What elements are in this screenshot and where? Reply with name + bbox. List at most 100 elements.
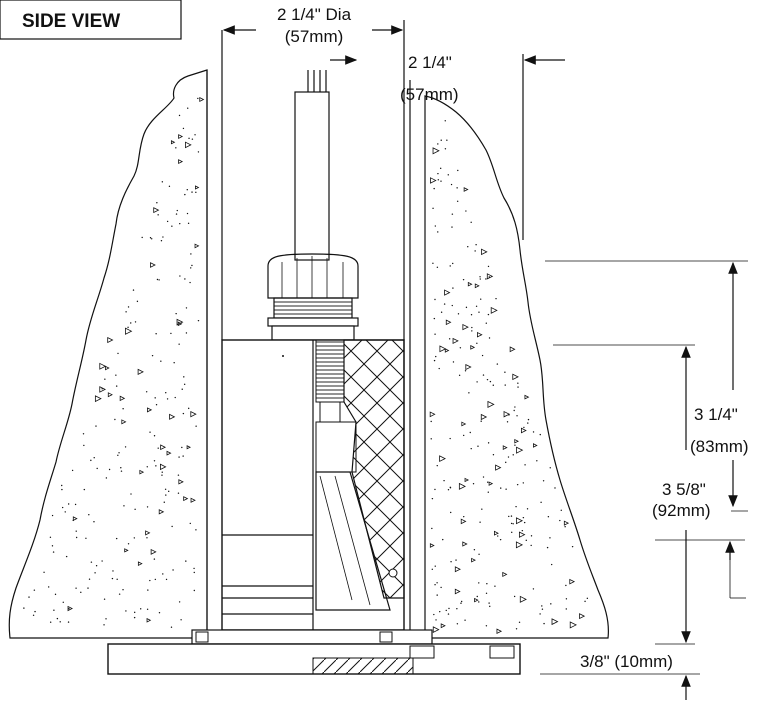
aggregate-mark (462, 541, 468, 547)
speckle-dot (443, 479, 445, 482)
aggregate-mark (195, 185, 200, 190)
speckle-dot (149, 237, 152, 239)
speckle-dot (550, 603, 552, 605)
speckle-dot (487, 313, 490, 316)
speckle-dot (479, 521, 481, 523)
speckle-dot (118, 452, 120, 454)
dimension-flange-label: 3/8" (10mm) (580, 652, 673, 671)
speckle-dot (178, 343, 180, 345)
speckle-dot (541, 605, 543, 607)
cable-gland (267, 253, 359, 341)
dimension-flange: 3/8" (10mm) (540, 652, 700, 700)
speckle-dot (139, 608, 142, 610)
speckle-dot (516, 415, 518, 417)
speckle-dot (153, 460, 156, 462)
speckle-dot (154, 397, 156, 399)
aggregate-mark (477, 331, 483, 338)
speckle-dot (432, 262, 434, 264)
aggregate-mark (533, 443, 538, 448)
aggregate-mark (183, 496, 189, 502)
aggregate-mark (490, 306, 498, 314)
speckle-dot (132, 289, 135, 291)
speckle-dot (440, 586, 442, 589)
speckle-dot (158, 612, 161, 614)
speckle-dot (446, 139, 448, 141)
dimension-bore-line2: (57mm) (400, 85, 459, 104)
speckle-dot (500, 487, 502, 489)
speckle-dot (117, 352, 119, 355)
speckle-dot (505, 488, 507, 490)
speckle-dot (536, 460, 538, 462)
aggregate-mark (458, 482, 466, 490)
aggregate-mark (464, 477, 470, 483)
aggregate-mark (463, 187, 469, 192)
aggregate-mark (145, 530, 151, 536)
speckle-dot (478, 582, 480, 584)
speckle-dot (467, 246, 469, 248)
aggregate-mark (481, 248, 488, 256)
speckle-dot (185, 560, 187, 562)
speckle-dot (449, 265, 451, 267)
speckle-dot (530, 535, 533, 537)
dimension-height-inner: 3 5/8" (92mm) (553, 344, 711, 645)
speckle-dot (456, 623, 459, 625)
speckle-dot (146, 608, 149, 610)
speckle-dot (431, 527, 433, 530)
speckle-dot (195, 529, 197, 531)
speckle-dot (430, 420, 432, 423)
speckle-dot (530, 544, 532, 547)
aggregate-mark (512, 373, 519, 381)
speckle-dot (171, 225, 173, 227)
page-title: SIDE VIEW (22, 11, 120, 32)
speckle-dot (120, 467, 122, 469)
aggregate-mark (178, 134, 184, 139)
speckle-dot (434, 488, 436, 491)
speckle-dot (134, 508, 136, 511)
speckle-dot (514, 406, 516, 408)
aggregate-mark (124, 548, 129, 553)
speckle-dot (478, 553, 480, 555)
speckle-dot (475, 305, 478, 308)
speckle-dot (82, 433, 85, 435)
speckle-dot (49, 621, 52, 623)
speckle-dot (181, 388, 183, 390)
speckle-dot (571, 545, 574, 548)
speckle-dot (488, 276, 490, 278)
speckle-dot (522, 482, 524, 484)
speckle-dot (471, 326, 473, 329)
speckle-dot (111, 577, 114, 580)
speckle-dot (477, 445, 479, 447)
speckle-dot (584, 600, 586, 603)
speckle-dot (147, 589, 149, 591)
speckle-dot (586, 597, 589, 600)
aggregate-mark (99, 362, 107, 370)
speckle-dot (49, 536, 52, 539)
dimension-bore: 2 1/4" (57mm) (330, 53, 565, 104)
speckle-dot (185, 332, 188, 334)
speckle-dot (155, 404, 158, 406)
speckle-dot (67, 621, 70, 623)
aggregate-mark (194, 243, 200, 249)
aggregate-mark (199, 97, 205, 102)
speckle-dot (149, 431, 151, 433)
speckle-dot (197, 319, 200, 322)
speckle-dot (549, 467, 551, 469)
speckle-dot (436, 594, 438, 596)
speckle-dot (507, 456, 510, 458)
aggregate-mark (160, 444, 167, 451)
aggregate-mark (150, 262, 156, 268)
aggregate-mark (516, 446, 524, 454)
dimension-diameter-line1: 2 1/4" Dia (277, 5, 352, 24)
speckle-dot (470, 313, 473, 316)
speckle-dot (125, 610, 127, 612)
speckle-dot (525, 539, 527, 542)
dimension-height-inner-line2: (92mm) (652, 501, 711, 520)
speckle-dot (95, 425, 97, 427)
aggregate-mark (518, 531, 526, 538)
concrete-speckle-right (429, 120, 589, 635)
aggregate-mark (176, 318, 184, 326)
speckle-dot (179, 222, 181, 225)
speckle-dot (175, 312, 177, 315)
aggregate-mark (430, 177, 437, 184)
